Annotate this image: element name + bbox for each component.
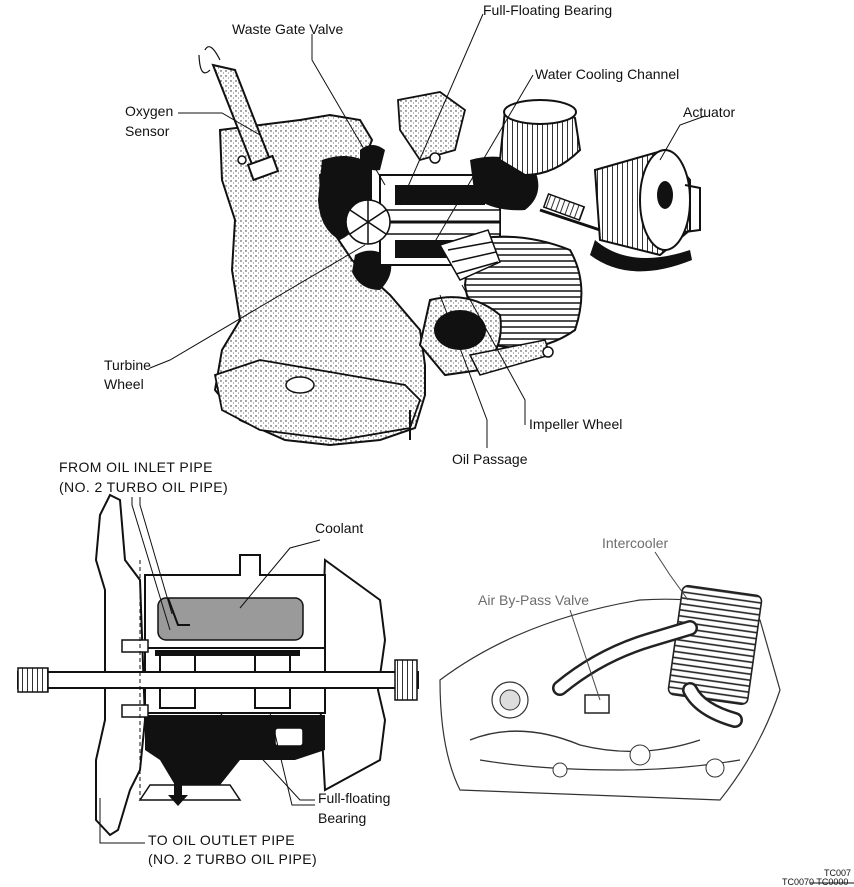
shaft: [17, 671, 419, 689]
top-leader-lines: [149, 13, 706, 448]
turbocharger-cutaway: [198, 46, 701, 447]
label-oxygen-sensor-line2: Sensor: [125, 123, 170, 139]
label-from-oil-inlet-line2: (NO. 2 TURBO OIL PIPE): [59, 479, 229, 495]
label-waste-gate-valve: Waste Gate Valve: [232, 21, 344, 37]
turbine-wheel: [345, 199, 391, 245]
label-oil-passage: Oil Passage: [452, 451, 528, 467]
label-water-cooling-channel: Water Cooling Channel: [535, 66, 680, 82]
label-turbine-wheel-line2: Wheel: [104, 376, 144, 392]
label-to-oil-outlet-line1: TO OIL OUTLET PIPE: [148, 832, 295, 848]
figure-code-1: TC007: [824, 868, 852, 878]
label-oxygen-sensor-line1: Oxygen: [125, 103, 174, 119]
actuator-can: [590, 148, 701, 272]
label-intercooler: Intercooler: [602, 535, 669, 551]
bottom-right-leader-lines: [569, 551, 689, 701]
label-impeller-wheel: Impeller Wheel: [529, 416, 623, 432]
figure-code-2: TC0070 TC0000: [782, 877, 849, 887]
air-bypass-valve: [584, 694, 610, 714]
label-from-oil-inlet-line1: FROM OIL INLET PIPE: [59, 459, 213, 475]
label-to-oil-outlet-line2: (NO. 2 TURBO OIL PIPE): [148, 851, 318, 867]
oxygen-sensor: [198, 46, 280, 182]
label-full-floating-bearing-lower-line2: Bearing: [318, 810, 367, 826]
label-turbine-wheel-line1: Turbine: [104, 357, 151, 373]
label-full-floating-bearing: Full-Floating Bearing: [483, 2, 613, 18]
coolant-channel: [157, 597, 304, 641]
oil-outlet-arrow: [168, 780, 188, 806]
engine-bay-diagram: [439, 584, 781, 801]
impeller-wheel: [438, 229, 501, 281]
cross-section-diagram: [17, 493, 419, 837]
intercooler: [667, 584, 763, 706]
label-full-floating-bearing-lower-line1: Full-floating: [318, 790, 391, 806]
bottom-left-leader-lines: [99, 497, 321, 844]
label-actuator: Actuator: [683, 104, 736, 120]
oil-drain: [145, 715, 325, 785]
label-air-bypass-valve: Air By-Pass Valve: [478, 592, 589, 608]
label-coolant: Coolant: [315, 520, 364, 536]
